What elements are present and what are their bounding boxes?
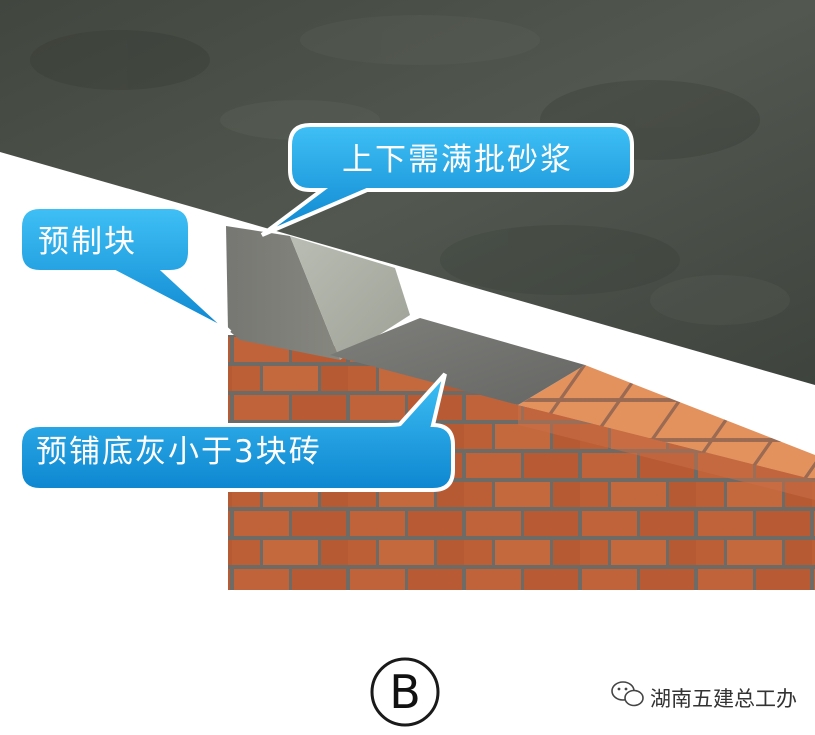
watermark: 湖南五建总工办 <box>611 681 797 711</box>
callout-left: 预制块 <box>18 205 232 334</box>
callout-bottom-label: 预铺底灰小于3块砖 <box>36 434 322 470</box>
watermark-label: 湖南五建总工办 <box>650 687 797 711</box>
callout-top: 上下需满批砂浆 <box>260 123 634 237</box>
precast-block-slope <box>290 236 410 360</box>
mortar-bed <box>330 318 585 405</box>
brick-wall-top <box>518 365 815 480</box>
figure-marker-label: B <box>389 665 421 719</box>
wechat-icon <box>611 681 644 707</box>
callout-top-label: 上下需满批砂浆 <box>342 142 573 178</box>
precast-block <box>226 226 340 360</box>
callout-bottom: 预铺底灰小于3块砖 <box>18 372 455 492</box>
brick-wall-front <box>228 335 815 590</box>
callout-left-label: 预制块 <box>38 224 137 260</box>
brick-wall-top-front-edge <box>518 405 815 500</box>
concrete-texture <box>30 15 790 325</box>
concrete-slab <box>0 0 815 385</box>
figure-marker: B <box>370 657 440 727</box>
